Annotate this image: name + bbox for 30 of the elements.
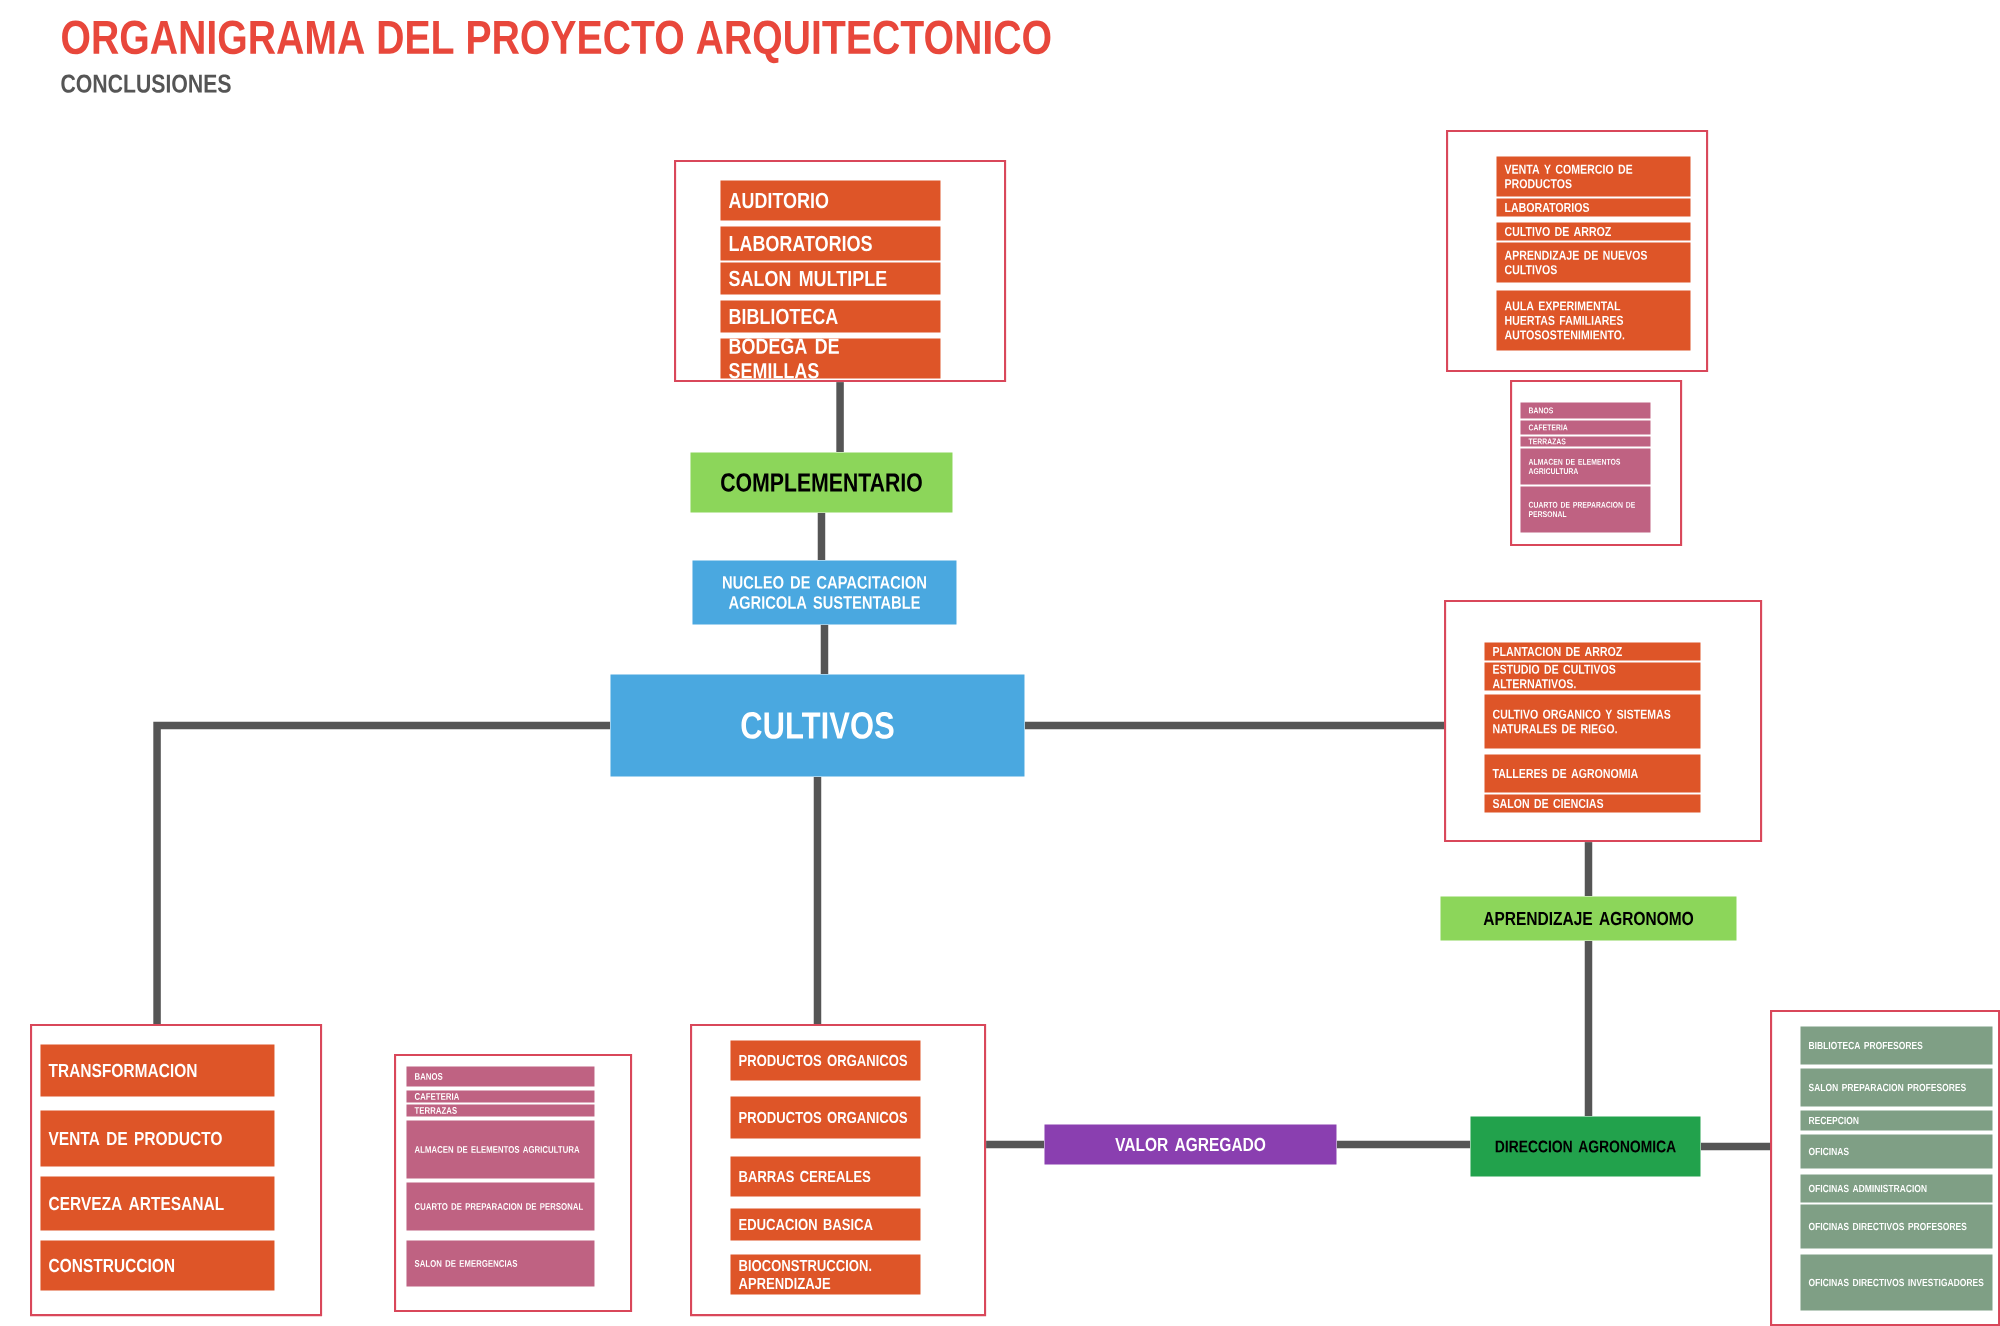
item-box: BODEGA DE SEMILLAS xyxy=(720,338,941,379)
item-box: LABORATORIOS xyxy=(720,226,941,261)
connector-line xyxy=(153,721,610,1024)
node-label: SALON MULTIPLE xyxy=(729,270,887,287)
item-box: TRANSFORMACION xyxy=(40,1044,275,1097)
item-box: CERVEZA ARTESANAL xyxy=(40,1176,275,1231)
connector-line xyxy=(836,382,844,452)
node-label: LABORATORIOS xyxy=(729,235,872,252)
connector-line xyxy=(813,776,822,1024)
connector-line xyxy=(1700,1142,1771,1151)
label-box: NUCLEO DE CAPACITACION AGRICOLA SUSTENTABLE xyxy=(692,560,957,625)
connector-line xyxy=(1584,842,1593,896)
item-box: CONSTRUCCION xyxy=(40,1240,275,1291)
item-box: VENTA DE PRODUCTO xyxy=(40,1110,275,1167)
connector-line xyxy=(1024,721,1444,730)
item-box: BIBLIOTECA xyxy=(720,300,941,333)
label-box: APRENDIZAJE AGRONOMO xyxy=(1440,896,1737,941)
connector-line xyxy=(820,624,829,674)
label-box: DIRECCION AGRONOMICA xyxy=(1470,1116,1701,1177)
label-box: COMPLEMENTARIO xyxy=(690,452,953,513)
label-box: VALOR AGREGADO xyxy=(1044,1124,1337,1165)
connector-line xyxy=(817,512,826,560)
connector-line xyxy=(986,1140,1044,1149)
item-box: AUDITORIO xyxy=(720,180,941,221)
connector-line xyxy=(1336,1140,1470,1149)
connector-line xyxy=(1584,940,1593,1116)
item-box: SALON MULTIPLE xyxy=(720,262,941,295)
label-box: CULTIVOS xyxy=(610,674,1025,777)
title: ORGANIGRAMA DEL PROYECTO ARQUITECTONICO xyxy=(62,20,1051,64)
subtitle: CONCLUSIONES xyxy=(61,74,231,93)
